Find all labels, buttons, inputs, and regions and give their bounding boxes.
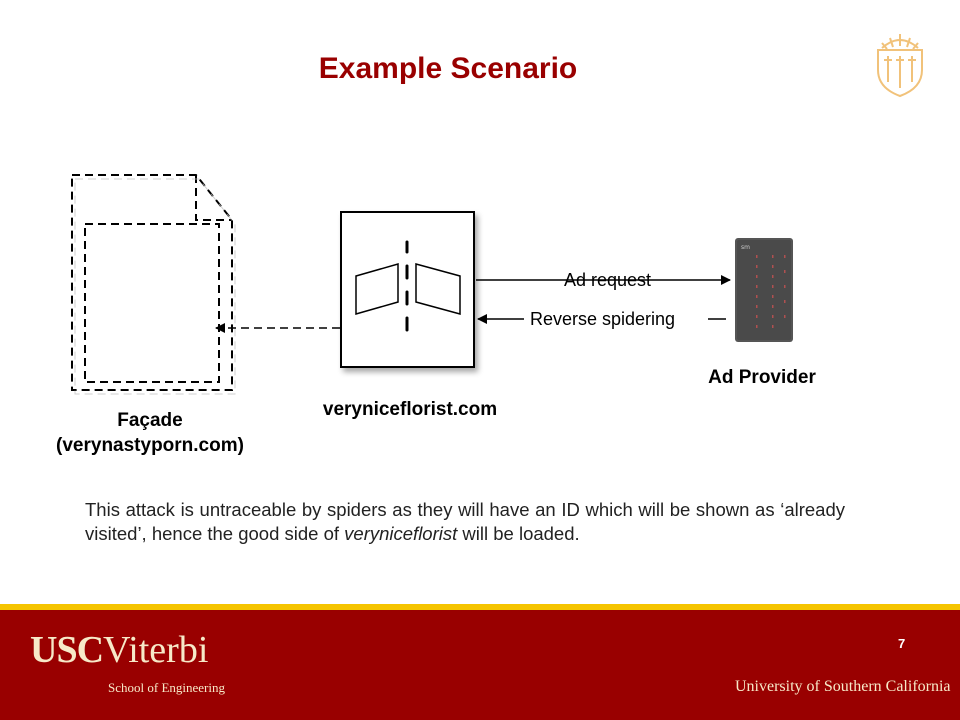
body-text-italic: veryniceflorist	[344, 523, 458, 544]
school-of-engineering: School of Engineering	[108, 680, 225, 695]
diagram: sm	[71, 174, 793, 395]
facade-document-icon	[71, 174, 233, 391]
footer-stripe	[0, 604, 960, 610]
server-badge: sm	[741, 244, 750, 251]
university-name: University of Southern California	[735, 678, 951, 695]
logo-viterbi: Viterbi	[103, 629, 209, 671]
footer	[0, 610, 960, 720]
server-icon: sm	[735, 238, 793, 342]
florist-box	[340, 211, 475, 368]
facade-label: Façade (verynastyporn.com)	[40, 408, 260, 458]
slide-title: Example Scenario	[318, 52, 578, 85]
facade-label-line1: Façade	[117, 410, 183, 431]
ad-request-label: Ad request	[564, 270, 652, 290]
body-text-part2: will be loaded.	[457, 523, 580, 544]
ad-provider-label: Ad Provider	[708, 367, 816, 388]
page-number: 7	[898, 636, 906, 651]
reverse-spidering-label: Reverse spidering	[530, 309, 676, 329]
body-text-part1: This attack is untraceable by spiders as…	[85, 499, 845, 544]
florist-label: veryniceflorist.com	[322, 399, 498, 420]
usc-seal-icon	[877, 34, 923, 98]
facade-label-line2: (verynastyporn.com)	[56, 435, 244, 456]
usc-viterbi-logo: USCViterbi	[30, 630, 208, 670]
body-text: This attack is untraceable by spiders as…	[85, 498, 845, 546]
logo-usc: USC	[30, 629, 104, 671]
two-face-icon	[355, 263, 461, 315]
